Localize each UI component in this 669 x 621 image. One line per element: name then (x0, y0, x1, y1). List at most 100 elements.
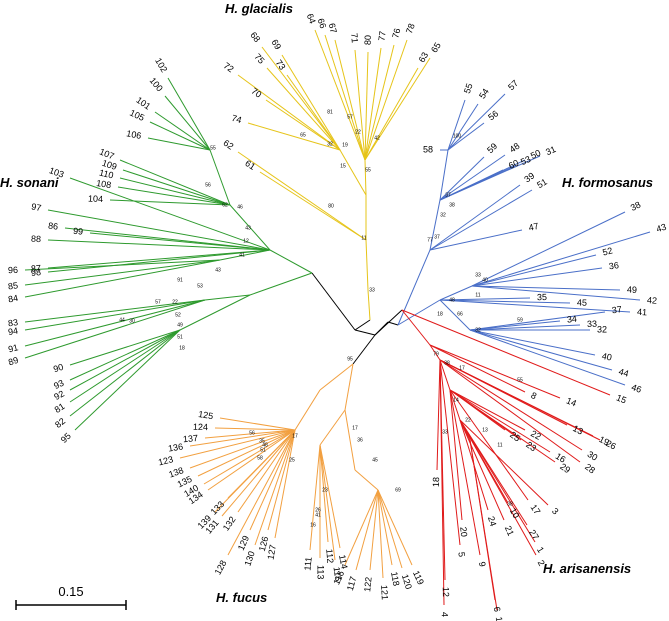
tip-label: 32 (597, 324, 607, 334)
tip-label: 38 (629, 200, 642, 213)
tip-label: 28 (583, 462, 597, 476)
clade-sonani-branch (109, 199, 231, 206)
bootstrap-value: 66 (457, 311, 463, 317)
clade-formosanus-branch (447, 99, 466, 151)
tip-label: 51 (535, 177, 549, 191)
tip-label: 22 (529, 428, 543, 442)
clade-sonani-branch (24, 299, 206, 323)
clade-sonani-branch (24, 299, 206, 331)
bootstrap-value: 91 (177, 277, 183, 283)
bootstrap-value: 22 (465, 417, 471, 423)
tip-label: 1 (535, 545, 546, 555)
tip-label: 30 (586, 449, 600, 463)
clade-sonani-branch (119, 159, 231, 206)
bootstrap-value: 40 (482, 277, 488, 283)
clade-glacialis-branch (237, 151, 367, 241)
tip-label: 56 (486, 108, 500, 122)
clade-glacialis-branch (339, 149, 367, 196)
bootstrap-value: 65 (300, 132, 306, 138)
bootstrap-value: 11 (475, 292, 480, 298)
tip-label: 52 (601, 245, 613, 257)
clade-sonani-branch (154, 111, 211, 151)
bootstrap-value: 100 (453, 133, 462, 139)
tip-label: 3 (550, 506, 561, 517)
tip-label: 72 (222, 60, 236, 74)
tip-label: 12 (441, 587, 451, 597)
clade-fucus-branch (197, 429, 296, 477)
tip-label: 45 (577, 298, 587, 308)
bootstrap-value: 32 (475, 327, 481, 333)
tip-label: 95 (59, 431, 73, 445)
clade-label-glacialis: H. glacialis (225, 1, 293, 16)
tip-label: 84 (7, 293, 19, 305)
clade-formosanus-branch (471, 254, 597, 287)
bootstrap-value: 17 (459, 365, 465, 371)
tip-label: 104 (88, 193, 103, 204)
clade-arisanensis-branch (449, 389, 551, 453)
clade-arisanensis-branch (449, 389, 461, 421)
clade-glacialis-branch (334, 39, 366, 161)
tip-label: 128 (213, 559, 229, 577)
backbone-branch (352, 334, 376, 365)
bootstrap-value: 56 (205, 182, 211, 188)
tip-label: 73 (274, 58, 288, 72)
clade-formosanus-branch (439, 149, 449, 201)
bootstrap-value: 56 (249, 430, 255, 436)
clade-sonani-branch (74, 329, 181, 431)
bootstrap-value: 25 (289, 457, 295, 463)
tip-label: 118 (389, 571, 401, 587)
tip-label: 97 (30, 201, 42, 213)
tip-label: 99 (73, 226, 84, 237)
clade-formosanus-branch (429, 199, 441, 251)
clade-formosanus-branch (397, 249, 431, 326)
tip-label: 112 (324, 549, 335, 564)
clade-fucus-branch (344, 409, 356, 471)
clade-fucus-branch (344, 489, 379, 566)
tip-label: 37 (611, 304, 622, 315)
clade-fucus-branch (294, 389, 321, 431)
clade-glacialis-branch (367, 289, 371, 321)
clade-arisanensis-branch (449, 389, 526, 431)
clade-arisanensis-branch (449, 389, 529, 501)
tip-label: 86 (48, 221, 59, 232)
clade-formosanus-branch (439, 154, 506, 201)
tip-label: 109 (101, 158, 118, 172)
clade-fucus-branch (189, 429, 296, 469)
clade-fucus-branch (254, 429, 296, 546)
bootstrap-value: 41 (239, 252, 245, 258)
clade-formosanus-branch (471, 231, 651, 287)
clade-formosanus-branch (471, 267, 603, 287)
tip-label: 111 (302, 556, 313, 571)
clade-formosanus-branch (469, 311, 606, 331)
tip-label: 10 (508, 506, 522, 520)
clade-formosanus-branch (469, 324, 581, 331)
clade-arisanensis-branch (439, 359, 451, 391)
clade-formosanus-branch (439, 156, 485, 201)
clade-label-sonani: H. sonani (0, 175, 59, 190)
tip-label: 125 (198, 409, 214, 421)
clade-fucus-branch (377, 489, 393, 566)
clade-fucus-branch (319, 363, 354, 391)
clade-glacialis-branch (286, 74, 341, 151)
tip-label: 55 (462, 82, 475, 95)
tip-label: 77 (376, 30, 387, 41)
tip-label: 123 (157, 454, 174, 467)
tip-label: 115 (332, 566, 344, 582)
tip-label: 80 (363, 35, 373, 45)
bootstrap-value: 58 (257, 455, 263, 461)
bootstrap-value: 80 (328, 203, 334, 209)
tip-label: 20 (458, 526, 469, 537)
tip-label: 61 (243, 158, 257, 172)
tip-label: 76 (390, 27, 402, 39)
clade-arisanensis-branch (459, 419, 505, 521)
clade-sonani-branch (24, 299, 206, 347)
bootstrap-value: 43 (215, 267, 221, 273)
clade-glacialis-branch (354, 49, 366, 161)
scale-bar-label: 0.15 (58, 584, 83, 599)
clade-glacialis-branch (314, 29, 366, 161)
tip-label: 2 (536, 558, 547, 567)
clade-sonani-branch (69, 329, 181, 417)
tip-label: 24 (486, 515, 499, 528)
tip-label: 21 (503, 524, 516, 537)
